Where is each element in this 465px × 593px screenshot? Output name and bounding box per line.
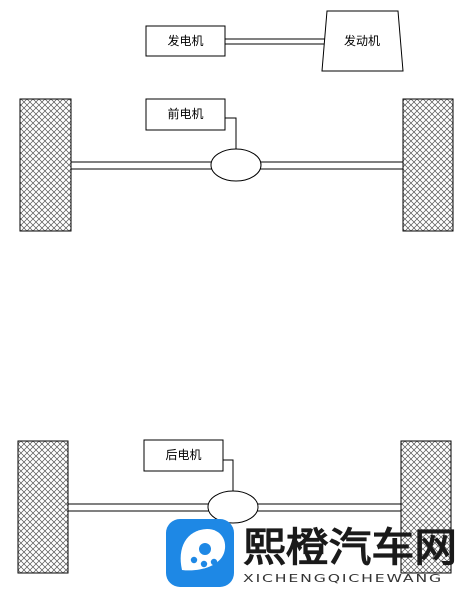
front-right-wheel	[402, 98, 454, 232]
rear-motor-leader	[223, 459, 234, 491]
generator-engine-group: 发电机 发动机	[145, 10, 404, 72]
rear-axle-group: 后电机	[17, 439, 452, 574]
watermark-logo: 熙橙汽车网 XICHENGQICHEWANG	[166, 519, 457, 587]
front-motor-body	[210, 148, 262, 182]
engine-label: 发动机	[344, 33, 380, 48]
rear-motor-label: 后电机	[165, 448, 201, 462]
rear-right-wheel	[400, 440, 452, 574]
rear-motor-body	[207, 490, 259, 524]
front-motor-leader	[225, 117, 237, 149]
front-axle-group: 前电机	[19, 98, 454, 232]
brand-name-en: XICHENGQICHEWANG	[243, 572, 443, 585]
rear-motor-box	[143, 439, 224, 472]
engine-block	[321, 10, 404, 72]
brand-name-cn: 熙橙汽车网	[243, 525, 457, 571]
generator-box	[145, 25, 226, 57]
front-motor-label: 前电机	[167, 106, 203, 121]
front-left-wheel	[19, 98, 72, 232]
front-motor-box	[145, 98, 226, 131]
rear-left-wheel	[17, 440, 69, 574]
generator-label: 发电机	[167, 33, 203, 48]
